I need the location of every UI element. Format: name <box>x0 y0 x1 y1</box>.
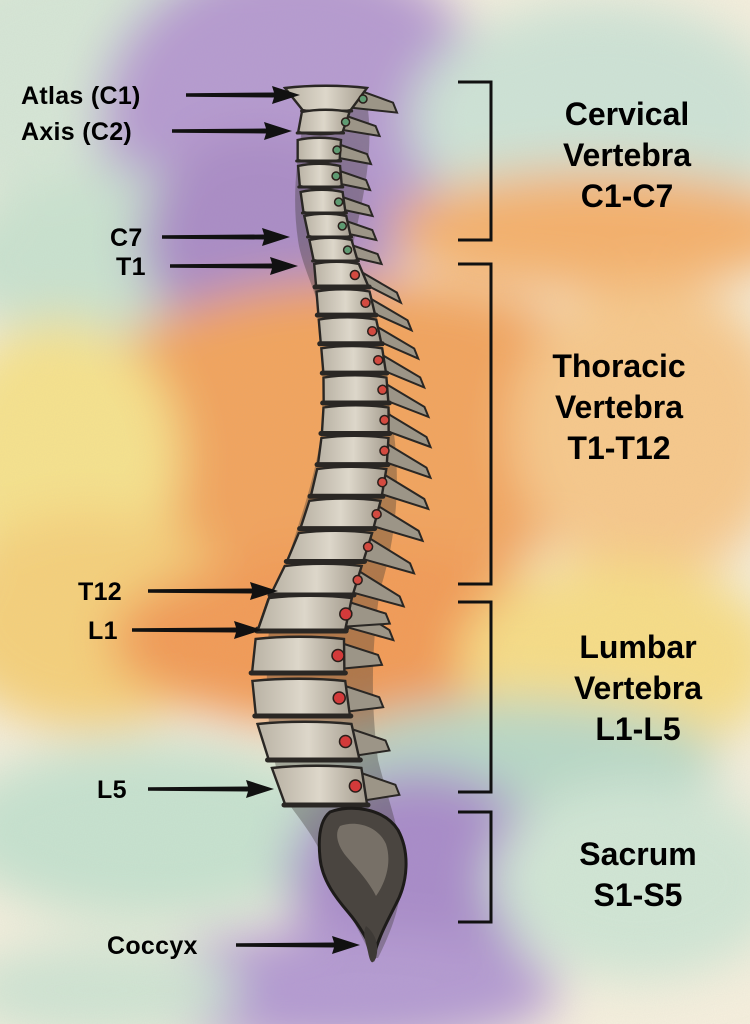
l5-arrow-shape <box>148 780 274 798</box>
t12-arrow <box>148 582 278 600</box>
t12-arrow-shape <box>148 582 278 600</box>
cervical-vertebra-3-foramen-dot <box>332 145 342 155</box>
axis-arrow <box>172 122 292 140</box>
c7-arrow <box>162 228 290 246</box>
region-thoracic: Thoracic Vertebra T1-T12 <box>514 346 724 469</box>
thoracic-vertebra-7-foramen-dot <box>379 445 390 457</box>
region-lumbar: Lumbar Vertebra L1-L5 <box>533 627 743 750</box>
l1-arrow <box>132 621 262 639</box>
thoracic-vertebra-6-foramen-dot <box>379 414 390 426</box>
region-lumbar-line-2: Vertebra <box>573 670 703 706</box>
thoracic-vertebra-9-foramen-dot <box>371 508 382 520</box>
pointer-arrows <box>132 86 360 954</box>
region-lumbar-line-3: L1-L5 <box>595 711 681 747</box>
cervical-vertebra-1-foramen-dot <box>358 94 368 104</box>
label-t1: T1 <box>116 253 146 281</box>
c7-arrow-shape <box>162 228 290 246</box>
thoracic-vertebra-5-foramen-dot <box>377 384 388 396</box>
lumbar-bracket <box>458 600 493 794</box>
region-lumbar-line-1: Lumbar <box>579 629 697 665</box>
cervical-vertebra-7-foramen-dot <box>342 245 353 255</box>
thoracic-vertebra-7-body <box>316 434 390 468</box>
region-sacrum-line-2: S1-S5 <box>593 877 683 913</box>
thoracic-vertebra-10-body <box>285 529 374 564</box>
thoracic-vertebra-6-body <box>320 404 390 436</box>
region-thoracic-line-2: Vertebra <box>554 389 684 425</box>
coccyx-arrow-shape <box>236 936 360 954</box>
thoracic-vertebra-9-body <box>299 497 383 532</box>
lumbar-vertebra-4-foramen-dot <box>338 734 353 749</box>
cervical-vertebra-6-foramen-dot <box>337 221 348 231</box>
thoracic-bracket <box>458 262 493 586</box>
region-cervical-line-1: Cervical <box>564 96 690 132</box>
lumbar-vertebra-3-foramen-dot <box>332 691 346 705</box>
thoracic-vertebra-10-foramen-dot <box>362 541 374 553</box>
thoracic-vertebra-2-foramen-dot <box>360 297 371 309</box>
cervical-bracket <box>458 80 493 242</box>
cervical-vertebra-2-foramen-dot <box>340 117 351 127</box>
label-coccyx: Coccyx <box>107 932 198 960</box>
thoracic-vertebra-8-body <box>309 465 388 499</box>
thoracic-vertebra-11-foramen-dot <box>352 574 363 586</box>
sacrum-highlight <box>337 823 389 896</box>
axis-arrow-shape <box>172 122 292 140</box>
l5-arrow <box>148 780 274 798</box>
label-c7: C7 <box>110 224 143 252</box>
region-thoracic-line-1: Thoracic <box>552 348 686 384</box>
label-l5: L5 <box>97 776 127 804</box>
spine-illustration <box>248 84 433 963</box>
region-cervical: Cervical Vertebra C1-C7 <box>522 94 732 217</box>
cervical-vertebra-4-foramen-dot <box>331 171 341 181</box>
region-brackets <box>458 80 493 924</box>
thoracic-vertebra-11-body <box>269 562 364 598</box>
lumbar-vertebra-5-foramen-dot <box>348 779 363 793</box>
label-axis: Axis (C2) <box>21 118 133 146</box>
label-l1: L1 <box>88 617 118 645</box>
region-sacrum-line-1: Sacrum <box>579 836 697 872</box>
lumbar-vertebra-2-body <box>250 635 346 676</box>
thoracic-vertebra-1-foramen-dot <box>349 269 361 281</box>
region-thoracic-line-3: T1-T12 <box>567 430 671 466</box>
l1-arrow-shape <box>132 621 262 639</box>
region-cervical-line-3: C1-C7 <box>580 178 674 214</box>
cervical-vertebra-5-foramen-dot <box>333 197 344 207</box>
thoracic-vertebra-1-body <box>312 260 370 290</box>
label-atlas: Atlas (C1) <box>21 82 141 110</box>
thoracic-start-arrow <box>170 257 298 275</box>
thoracic-vertebra-8-foramen-dot <box>377 476 388 488</box>
atlas-arrow <box>186 86 300 104</box>
thoracic-vertebra-3-foramen-dot <box>366 325 378 337</box>
lumbar-vertebra-2-foramen-dot <box>331 648 345 663</box>
region-sacrum: Sacrum S1-S5 <box>533 834 743 916</box>
coccyx-shape <box>364 926 378 963</box>
sacrum-bracket <box>458 810 493 924</box>
thoracic-vertebra-4-foramen-dot <box>372 354 384 366</box>
atlas-arrow-shape <box>186 86 300 104</box>
thoracic-start-arrow-shape <box>170 257 298 275</box>
lumbar-vertebra-1-foramen-dot <box>339 607 353 621</box>
coccyx-arrow <box>236 936 360 954</box>
region-cervical-line-2: Vertebra <box>562 137 692 173</box>
label-t12: T12 <box>78 578 122 606</box>
lumbar-vertebra-1-body <box>256 594 354 634</box>
